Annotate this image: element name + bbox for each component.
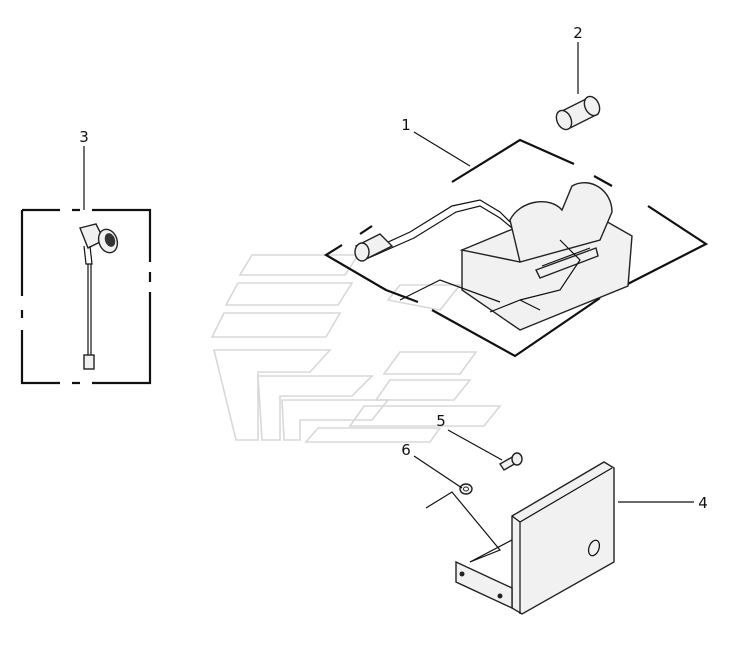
connector-plug-icon — [354, 233, 394, 262]
callout-5: 5 — [436, 412, 446, 430]
leader-lines — [83, 42, 694, 503]
part-2-cylinder — [555, 95, 601, 131]
callout-4: 4 — [698, 494, 708, 512]
callout-6: 6 — [401, 441, 411, 459]
callout-2: 2 — [573, 24, 583, 42]
part-1-holder-assembly — [323, 138, 709, 358]
callout-3: 3 — [79, 128, 89, 146]
part-3-cable-assembly — [20, 208, 152, 385]
callout-1: 1 — [401, 116, 411, 134]
part-4-bracket — [425, 461, 615, 615]
angled-plug-icon — [79, 223, 119, 265]
part-6-washer — [459, 483, 473, 495]
watermark-logo — [210, 254, 502, 443]
part-5-screw — [499, 452, 523, 471]
